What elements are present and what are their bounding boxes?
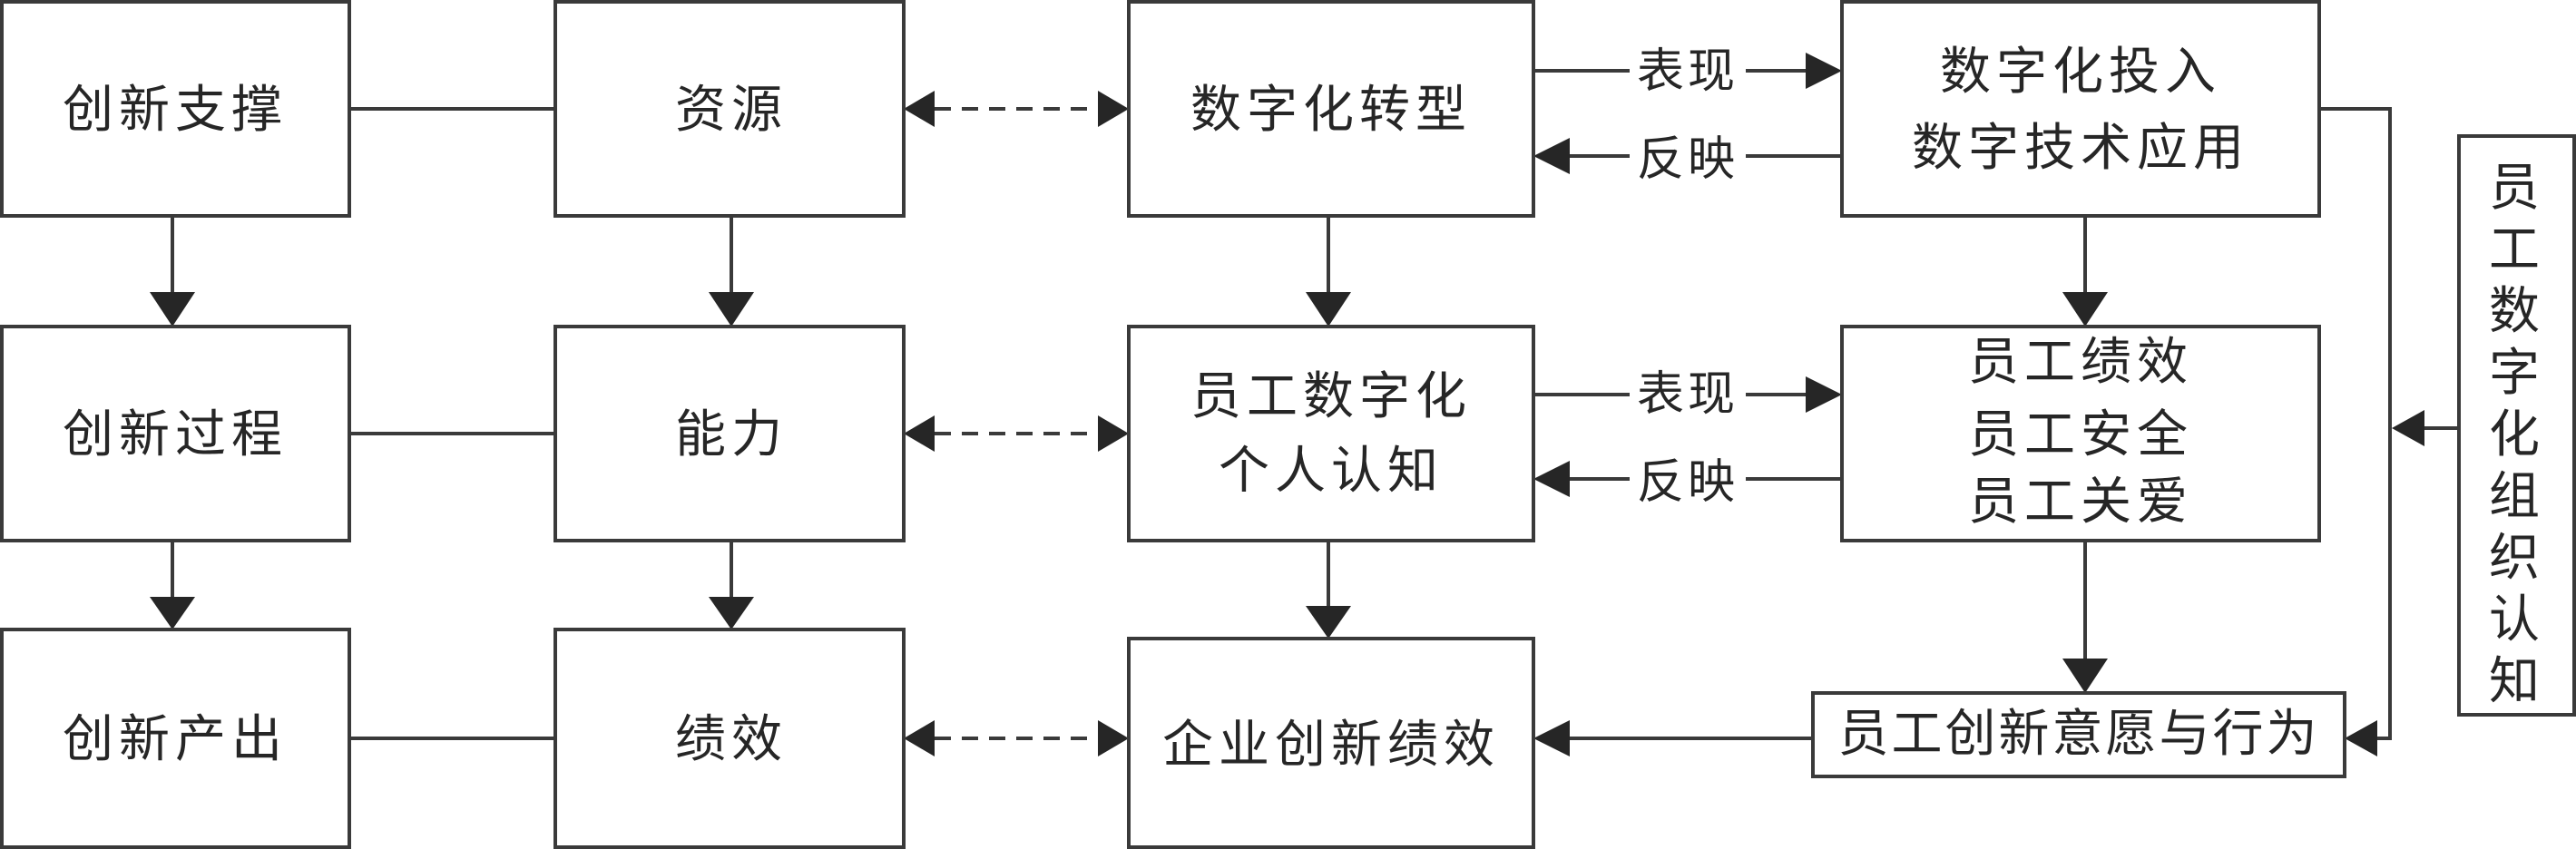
node-innovation-support [0,0,351,218]
arrowhead [2062,292,2108,327]
node-performance-label: 绩效 [675,710,788,769]
arrowhead [1533,461,1570,497]
node-digital-transformation-label: 数字化转型 [1190,81,1472,140]
node-capability-label: 能力 [675,405,788,464]
node-employee-outcomes-line1: 员工绩效 [1968,333,2193,392]
arrowhead [1098,91,1129,127]
arrowhead [1806,376,1842,413]
arrowhead [2062,659,2108,693]
node-employee-outcomes-line2: 员工安全 [1968,405,2193,464]
arrowhead [904,91,935,127]
node-innovation-process-label: 创新过程 [63,405,288,464]
node-innovation-output-label: 创新产出 [63,710,288,769]
node-performance [553,628,906,849]
arrowhead [1533,138,1570,174]
node-digital-investment [1840,0,2321,218]
arrowhead [1098,720,1129,756]
node-innovation-intention-label: 员工创新意愿与行为 [1838,705,2320,764]
org-cognition-char: 知 [2489,652,2545,711]
org-cognition-char: 组 [2489,467,2545,526]
arrowhead [1533,720,1570,756]
arrowhead [1806,53,1842,89]
node-resources-label: 资源 [675,81,788,140]
org-cognition-char: 字 [2489,344,2545,403]
arrowhead [1306,292,1351,327]
org-cognition-char: 化 [2489,405,2545,464]
node-innovation-process [0,325,351,542]
edge-labels: 表现 反映 表现 反映 [1630,40,1746,510]
node-employee-cognition [1127,325,1535,542]
org-cognition-char: 员 [2489,159,2545,218]
node-innovation-intention [1811,691,2346,778]
arrowhead [1306,606,1351,639]
arrowhead [709,292,754,327]
edge-label-bg [1630,363,1746,421]
arrowhead [2392,410,2424,446]
arrowhead [150,292,195,327]
node-innovation-support-label: 创新支撑 [63,81,288,140]
node-capability [553,325,906,542]
arrowhead [709,597,754,629]
edge-label-top-back: 反映 [1637,132,1739,187]
node-employee-cognition-line1: 员工数字化 [1190,367,1472,426]
node-employee-outcomes [1840,325,2321,542]
node-resources [553,0,906,218]
node-innovation-output [0,628,351,849]
node-org-cognition [2457,134,2576,717]
arrowhead [2345,720,2377,756]
edge-label-mid-forward: 表现 [1637,367,1739,422]
edge-label-bg [1630,452,1746,510]
arrowhead [904,415,935,452]
edge-label-bg [1630,129,1746,187]
node-digital-investment-line1: 数字化投入 [1940,43,2221,102]
node-employee-outcomes-line3: 员工关爱 [1968,473,2193,532]
node-digital-transformation [1127,0,1535,218]
arrowhead [150,597,195,629]
arrowhead [904,720,935,756]
edge-label-mid-back: 反映 [1637,455,1739,510]
arrowhead [1098,415,1129,452]
org-cognition-char: 工 [2489,220,2545,279]
node-digital-investment-line2: 数字技术应用 [1912,119,2249,178]
org-cognition-char: 数 [2489,282,2545,341]
node-employee-cognition-line2: 个人认知 [1219,442,1444,501]
node-enterprise-innovation-performance [1127,637,1535,849]
edge-label-bg [1630,40,1746,98]
edge-label-top-forward: 表现 [1637,44,1739,99]
node-org-cognition-label: 员 工 数 字 化 组 织 认 知 [2489,159,2545,711]
org-cognition-char: 织 [2489,529,2545,588]
node-enterprise-innovation-performance-label: 企业创新绩效 [1162,716,1500,775]
bracket-investment-to-intention [2319,107,2392,740]
org-cognition-char: 认 [2489,590,2545,649]
